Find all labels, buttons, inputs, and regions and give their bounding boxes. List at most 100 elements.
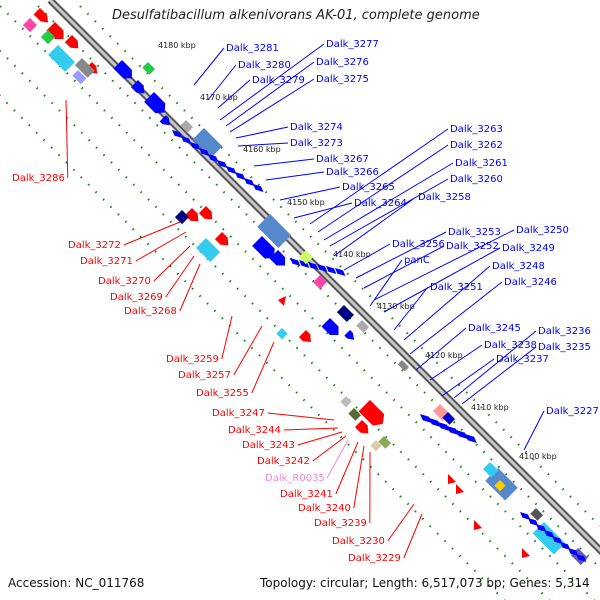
forward-gene-label: Dalk_3258: [418, 192, 471, 203]
forward-gene-label: Dalk_3250: [516, 225, 569, 236]
forward-leader: [279, 186, 341, 201]
forward-leader: [383, 247, 501, 313]
forward-gene-label: Dalk_3266: [326, 167, 379, 178]
gene-box: [356, 319, 370, 333]
gene-box: [336, 305, 354, 322]
forward-leader: [323, 162, 454, 241]
forward-leader: [363, 245, 445, 289]
gene-arrow: [429, 418, 441, 427]
reverse-gene-label: Dalk_3247: [212, 408, 265, 419]
gene-arrow: [335, 268, 346, 276]
reverse-leader: [153, 245, 191, 282]
gene-arrow: [326, 266, 337, 274]
forward-gene-label: panC: [404, 255, 430, 266]
forward-leader: [453, 330, 537, 399]
gene-arrow: [354, 420, 369, 434]
kbp-tick-label: 4100 kbp: [519, 452, 557, 461]
kbp-tick-label: 4150 kbp: [287, 198, 325, 207]
gene-box: [340, 395, 352, 408]
reverse-gene-label: Dalk_3241: [280, 489, 333, 500]
gene-arrow: [252, 236, 275, 259]
gene-arrow: [217, 160, 228, 168]
gene-box: [142, 61, 156, 75]
gene-box: [378, 435, 392, 449]
reverse-leader: [233, 325, 263, 376]
reverse-leader: [65, 99, 69, 179]
forward-leader: [333, 196, 417, 257]
gene-arrow: [253, 184, 264, 192]
reverse-leader: [387, 503, 415, 542]
gene-arrow: [438, 422, 450, 431]
forward-leader: [293, 202, 353, 219]
strand-guides: [0, 5, 600, 600]
gene-arrow: [456, 484, 464, 494]
forward-gene-label: Dalk_3237: [496, 354, 549, 365]
forward-leader: [229, 78, 315, 133]
gene-arrow: [528, 518, 539, 526]
gene-box: [22, 18, 38, 33]
forward-gene-label: Dalk_3276: [316, 57, 369, 68]
forward-leader: [429, 344, 483, 381]
kbp-tick-label: 4130 kbp: [377, 302, 415, 311]
gene-box: [196, 237, 221, 263]
reverse-leader: [312, 435, 347, 462]
gene-arrow: [190, 142, 201, 150]
kbp-tick-label: 4120 kbp: [425, 351, 463, 360]
gene-arrow: [235, 172, 246, 180]
forward-gene-label: Dalk_3264: [354, 198, 407, 209]
gene-box: [174, 210, 190, 225]
forward-gene-label: Dalk_3252: [446, 241, 499, 252]
gene-box: [348, 407, 362, 421]
forward-gene-label: Dalk_3263: [450, 124, 503, 135]
gene-arrow: [33, 8, 49, 23]
gene-arrow: [208, 154, 219, 162]
gene-arrow: [317, 264, 328, 272]
gene-arrow: [181, 136, 192, 144]
gene-arrow: [420, 414, 432, 423]
forward-leader: [329, 178, 449, 247]
reverse-leader: [326, 439, 349, 479]
forward-gene-label: Dalk_3246: [504, 277, 557, 288]
gene-arrow: [290, 258, 301, 266]
reverse-gene-label: Dalk_3229: [348, 553, 401, 564]
forward-gene-label: Dalk_3256: [392, 239, 445, 250]
reverse-gene-label: Dalk_3286: [12, 173, 65, 184]
genome-title: Desulfatibacillum alkenivorans AK-01, co…: [112, 8, 480, 23]
gene-box: [74, 58, 95, 78]
gene-arrow: [184, 208, 199, 222]
reverse-leader: [221, 315, 233, 360]
gene-box: [370, 439, 382, 452]
gene-box: [397, 360, 410, 372]
forward-leader: [441, 358, 495, 397]
reverse-leader: [283, 427, 339, 431]
reverse-gene-label: Dalk_3259: [166, 354, 219, 365]
reverse-gene-label: Dalk_3272: [68, 240, 121, 251]
gene-arrow: [447, 426, 459, 435]
forward-leader: [403, 265, 491, 341]
reverse-leader: [297, 431, 343, 446]
forward-leader: [309, 128, 449, 225]
gene-arrow: [214, 232, 229, 246]
gene-arrow: [474, 520, 482, 530]
forward-leader: [355, 231, 447, 279]
forward-gene-label: Dalk_3267: [316, 154, 369, 165]
gene-box: [482, 462, 499, 478]
forward-leader: [523, 410, 545, 451]
gene-features: [22, 8, 588, 565]
reverse-gene-label: Dalk_3271: [80, 256, 133, 267]
label-leaders: [65, 43, 545, 559]
gene-arrow: [298, 330, 311, 343]
guide-line: [0, 49, 551, 600]
forward-gene-label: Dalk_3249: [502, 243, 555, 254]
forward-gene-label: Dalk_3273: [290, 138, 343, 149]
forward-leader: [409, 281, 503, 355]
gene-arrow: [244, 178, 255, 186]
gene-arrow: [520, 512, 531, 520]
forward-leader: [415, 327, 467, 371]
kbp-tick-label: 4110 kbp: [471, 403, 509, 412]
forward-gene-label: Dalk_3236: [538, 326, 591, 337]
gene-arrow: [344, 330, 355, 340]
reverse-gene-label: Dalk_3269: [110, 292, 163, 303]
